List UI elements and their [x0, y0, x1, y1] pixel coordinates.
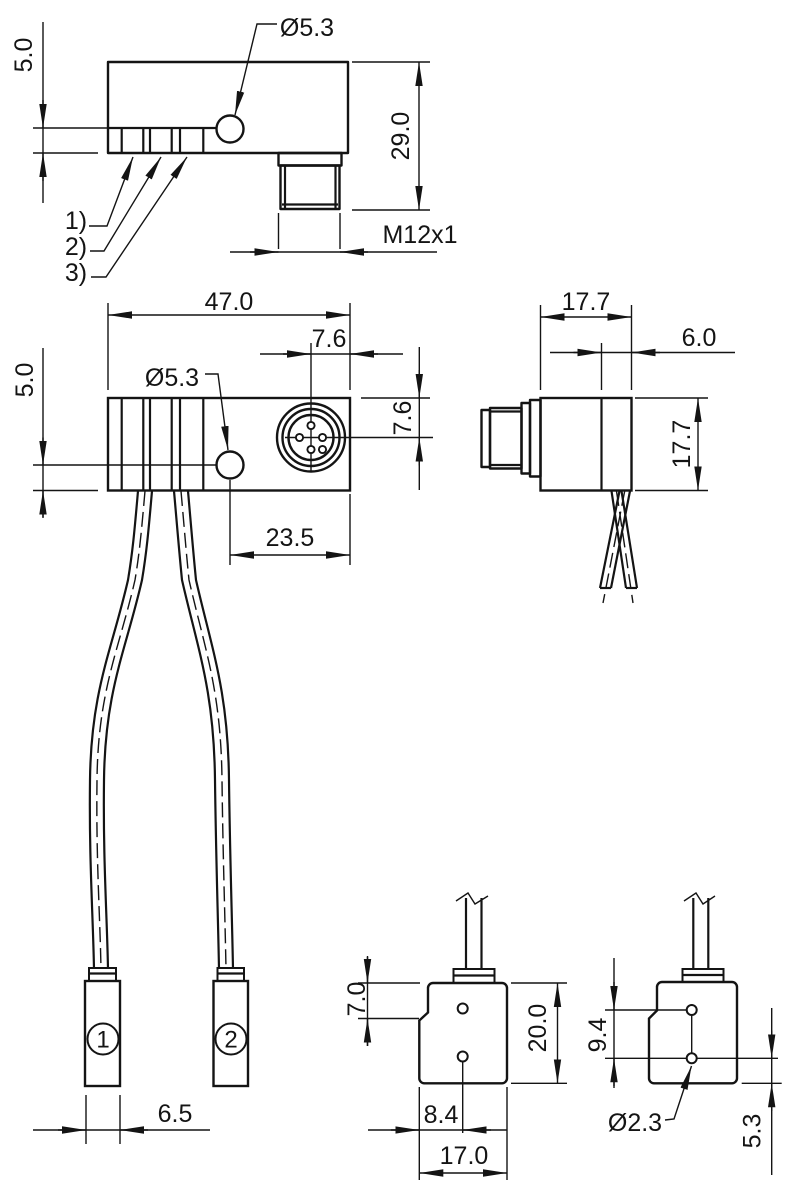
callout-3: 3): [65, 259, 87, 287]
dim-top-29_0: 29.0: [352, 61, 430, 211]
connector-pin: [306, 444, 316, 455]
fiber-tip-2: 2: [212, 967, 250, 1088]
dim-label-6_0: 6.0: [682, 324, 717, 352]
top-view-grooves: [120, 128, 205, 153]
top-view-mounting-hole: [215, 114, 245, 144]
fiber-cables: [88, 490, 235, 970]
dim-label-8_4: 8.4: [424, 1101, 459, 1129]
leader-tip-hole-dia: Ø2.3: [608, 1065, 693, 1137]
tip-front-hole-lower: [456, 1050, 469, 1063]
tip-side-body: [647, 980, 739, 1085]
top-view-connector: [277, 151, 343, 211]
tip-front-body: [418, 981, 509, 1085]
leader-top-hole-dia: Ø5.3: [234, 14, 334, 116]
dim-label-7_6-v: 7.6: [389, 401, 417, 436]
dim-label-6_5: 6.5: [158, 1100, 193, 1128]
dim-label-top-5_0: 5.0: [10, 38, 38, 73]
leader-front-hole-dia: Ø5.3: [145, 364, 229, 451]
callout-1: 1): [65, 207, 87, 235]
dim-20_0: 20.0: [511, 982, 567, 1085]
fiber-2-label: 2: [224, 1027, 237, 1054]
dim-label-top-hole-dia: Ø5.3: [280, 14, 334, 42]
dim-label-29_0: 29.0: [387, 112, 415, 161]
tip-side-hole-lower: [685, 1052, 698, 1065]
dim-17_0: 17.0: [419, 1087, 508, 1180]
connector-pin: [294, 432, 305, 443]
tip-side-cable-stub: [683, 892, 716, 969]
dim-label-front-5_0: 5.0: [11, 363, 39, 398]
dim-7_6-horizontal: 7.6: [260, 325, 403, 358]
dim-8_4: 8.4: [368, 1087, 507, 1180]
dim-label-17_0: 17.0: [440, 1142, 489, 1170]
side-view: 17.7 6.0 17.7: [480, 288, 735, 604]
tip-front-view: 7.0 20.0 8.4 17.0: [343, 892, 567, 1180]
dim-23_5: 23.5: [229, 480, 351, 565]
dim-17_7-right: 17.7: [635, 397, 708, 492]
groove-callouts: 1) 2) 3): [65, 156, 188, 287]
dim-label-23_5: 23.5: [266, 524, 315, 552]
top-view: 5.0 Ø5.3 29.0 M12x1 1) 2): [10, 14, 458, 287]
dim-label-47_0: 47.0: [205, 288, 254, 316]
connector-pin: [317, 432, 328, 443]
fiber-1-badge: [86, 1022, 120, 1056]
callout-2: 2): [65, 233, 87, 261]
front-view-mounting-hole: [215, 450, 245, 480]
fiber-2-badge: [214, 1022, 248, 1056]
fiber-tip-1: 1: [83, 967, 122, 1088]
dim-label-7_0: 7.0: [343, 982, 371, 1017]
tip-side-hole-upper: [685, 1004, 698, 1016]
break-symbol: [455, 892, 489, 905]
dim-7_6-vertical: 7.6: [361, 347, 430, 490]
connector-pin: [306, 420, 316, 431]
front-view-connector-face: [275, 343, 433, 473]
dim-label-front-hole-dia: Ø5.3: [145, 364, 199, 392]
dim-label-2_3: Ø2.3: [608, 1109, 662, 1137]
dim-6_0: 6.0: [550, 324, 735, 390]
dim-label-7_6-h: 7.6: [312, 325, 347, 353]
top-view-body: [106, 60, 350, 155]
dim-label-17_7-right: 17.7: [668, 420, 696, 469]
dim-label-5_3: 5.3: [739, 1114, 767, 1149]
dim-9_4: 9.4: [584, 958, 618, 1088]
dim-top-5_0: 5.0: [10, 22, 108, 203]
dim-label-20_0: 20.0: [524, 1004, 552, 1053]
fiber-1-label: 1: [96, 1027, 109, 1054]
dim-5_3: 5.3: [739, 1008, 782, 1175]
front-view: 47.0 7.6 7.6 5.0 Ø5.3: [11, 288, 433, 1144]
dim-17_7-top: 17.7: [539, 288, 633, 390]
side-view-connector: [480, 398, 542, 478]
side-view-body: [539, 396, 633, 492]
break-symbol: [683, 892, 716, 905]
front-view-grooves: [120, 398, 205, 491]
connector-pin: [317, 444, 328, 455]
tip-side-view: 9.4 Ø2.3 5.3: [584, 892, 782, 1175]
dim-47_0: 47.0: [107, 288, 351, 390]
side-view-cables: [598, 490, 639, 604]
dim-front-5_0: 5.0: [11, 348, 98, 518]
dim-label-17_7-top: 17.7: [562, 288, 611, 316]
tip-front-hole-upper: [456, 1002, 469, 1015]
dim-label-9_4: 9.4: [584, 1018, 612, 1053]
tip-front-cable-stub: [455, 892, 489, 969]
dim-label-m12x1: M12x1: [382, 221, 457, 249]
dim-6_5: 6.5: [33, 1095, 210, 1144]
dim-7_0: 7.0: [343, 956, 420, 1046]
dim-m12x1: M12x1: [230, 213, 458, 256]
